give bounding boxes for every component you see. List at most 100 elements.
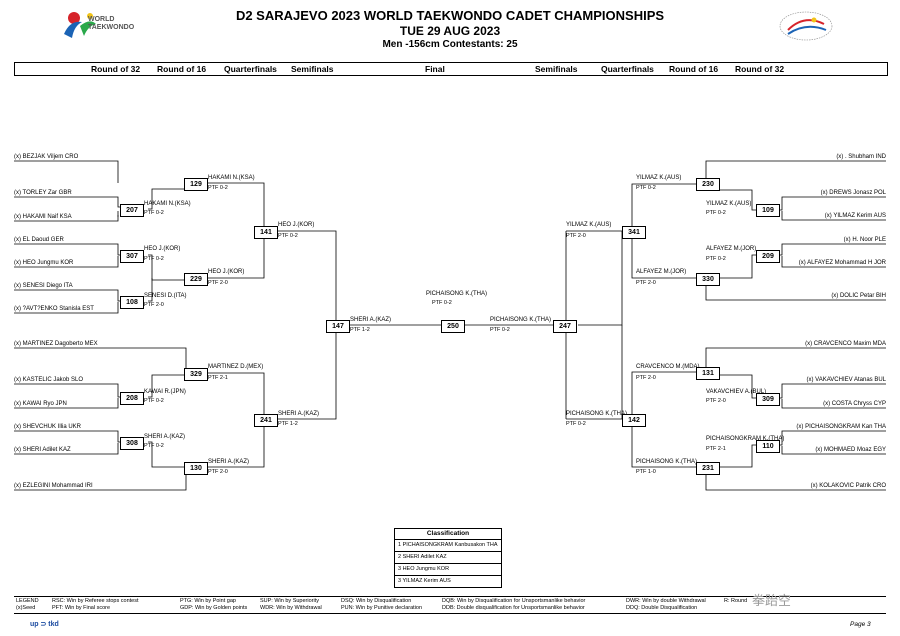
left-entrant: (x) ?AVT?ENKO Stanisla EST bbox=[14, 306, 94, 312]
round-label-right-qf: Quarterfinals bbox=[601, 64, 654, 74]
match-winner: KAWAI R.(JPN) bbox=[144, 389, 186, 395]
match-winner: PICHAISONGKRAM K.(THA) bbox=[706, 436, 785, 442]
final-winner: PICHAISONG K.(THA) bbox=[426, 291, 488, 297]
match-score: PTF 1-0 bbox=[636, 469, 656, 475]
match-score: PTF 0-2 bbox=[490, 327, 510, 333]
world-taekwondo-emblem-icon bbox=[64, 12, 96, 38]
match-box[interactable]: 110 bbox=[756, 440, 780, 453]
match-box[interactable]: 109 bbox=[756, 204, 780, 217]
legend-seed: (x)Seed bbox=[16, 605, 36, 611]
match-winner: ALFAYEZ M.(JOR) bbox=[706, 246, 757, 252]
legend-item: PUN: Win by Punitive declaration bbox=[341, 605, 423, 611]
match-box[interactable]: 229 bbox=[184, 273, 208, 286]
match-winner: SHERI A.(KAZ) bbox=[144, 434, 186, 440]
category-info: Men -156cm Contestants: 25 bbox=[382, 39, 518, 50]
match-box[interactable]: 142 bbox=[622, 414, 646, 427]
left-entrant: (x) SENESI Diego ITA bbox=[14, 283, 73, 289]
round-label-right-r32: Round of 32 bbox=[735, 64, 785, 74]
match-winner: YILMAZ K.(AUS) bbox=[706, 201, 752, 207]
match-winner: HAKAMI N.(KSA) bbox=[208, 175, 255, 181]
round-label-left-qf: Quarterfinals bbox=[224, 64, 277, 74]
round-label-left-r32: Round of 32 bbox=[91, 64, 141, 74]
match-box[interactable]: 141 bbox=[254, 226, 278, 239]
match-box[interactable]: 230 bbox=[696, 178, 720, 191]
match-score: PTF 0-2 bbox=[706, 256, 726, 262]
match-box[interactable]: 330 bbox=[696, 273, 720, 286]
match-score: PTF 0-2 bbox=[706, 210, 726, 216]
watermark-text: 拳跆空 bbox=[752, 593, 792, 608]
match-box[interactable]: 307 bbox=[120, 250, 144, 263]
match-winner: YILMAZ K.(AUS) bbox=[636, 175, 682, 181]
logo-word-1: WORLD bbox=[88, 16, 115, 23]
match-winner: HEO J.(KOR) bbox=[144, 246, 181, 252]
right-entrant: (x) DOLIC Petar BIH bbox=[831, 293, 886, 299]
final-score: PTF 0-2 bbox=[432, 300, 452, 306]
match-score: PTF 0-2 bbox=[278, 233, 298, 239]
right-entrant: (x) . Shubham IND bbox=[836, 154, 886, 160]
round-label-right-r16: Round of 16 bbox=[669, 64, 719, 74]
round-label-left-sf: Semifinals bbox=[291, 64, 334, 74]
match-winner: VAKAVCHIEV A.(BUL) bbox=[706, 389, 767, 395]
federation-logo bbox=[774, 6, 838, 44]
match-box[interactable]: 130 bbox=[184, 462, 208, 475]
classification-row: 3 HEO Jungmu KOR bbox=[394, 564, 502, 576]
right-entrant: (x) YILMAZ Kerim AUS bbox=[824, 213, 886, 219]
match-box[interactable]: 231 bbox=[696, 462, 720, 475]
left-entrant: (x) BEZJAK Viljem CRO bbox=[14, 154, 79, 160]
page-number: Page 3 bbox=[850, 621, 871, 628]
match-score: PTF 2-1 bbox=[706, 446, 726, 452]
match-box[interactable]: 309 bbox=[756, 393, 780, 406]
match-winner: ALFAYEZ M.(JOR) bbox=[636, 269, 687, 275]
match-box[interactable]: 207 bbox=[120, 204, 144, 217]
match-winner: SHERI A.(KAZ) bbox=[350, 317, 392, 323]
round-label-left-r16: Round of 16 bbox=[157, 64, 207, 74]
legend-item: PFT: Win by Final score bbox=[52, 605, 111, 611]
event-date: TUE 29 AUG 2023 bbox=[399, 24, 501, 38]
match-box[interactable]: 131 bbox=[696, 367, 720, 380]
page-title: D2 SARAJEVO 2023 WORLD TAEKWONDO CADET C… bbox=[235, 8, 665, 23]
match-score: PTF 0-2 bbox=[144, 256, 164, 262]
match-winner: PICHAISONG K.(THA) bbox=[566, 411, 628, 417]
match-winner: SHERI A.(KAZ) bbox=[278, 411, 320, 417]
match-box[interactable]: 108 bbox=[120, 296, 144, 309]
classification-row: 3 YILMAZ Kerim AUS bbox=[394, 576, 502, 588]
match-box[interactable]: 308 bbox=[120, 437, 144, 450]
match-score: PTF 2-0 bbox=[208, 469, 228, 475]
left-entrant: (x) EL Daoud GER bbox=[14, 237, 64, 243]
round-label-final: Final bbox=[425, 64, 445, 74]
classification-row: 2 SHERI Adilet KAZ bbox=[394, 552, 502, 564]
match-box[interactable]: 329 bbox=[184, 368, 208, 381]
match-box[interactable]: 147 bbox=[326, 320, 350, 333]
left-entrant: (x) HAKAMI Naif KSA bbox=[14, 214, 72, 220]
left-entrant: (x) SHERI Adilet KAZ bbox=[14, 447, 71, 453]
match-score: PTF 0-2 bbox=[208, 185, 228, 191]
match-winner: CRAVCENCO M.(MDA) bbox=[636, 364, 700, 370]
right-entrant: (x) DREWS Jonasz POL bbox=[820, 190, 886, 196]
legend-item: GDP: Win by Golden points bbox=[180, 605, 248, 611]
match-box[interactable]: 241 bbox=[254, 414, 278, 427]
match-score: PTF 0-2 bbox=[566, 421, 586, 427]
legend-item: DDB: Double disqualification for Unsport… bbox=[442, 605, 585, 611]
footer-logo: up ⊃ tkd bbox=[30, 621, 59, 628]
match-box[interactable]: 247 bbox=[553, 320, 577, 333]
round-header-bar: Round of 32 Round of 16 Quarterfinals Se… bbox=[14, 62, 888, 76]
legend-label: LEGEND bbox=[16, 598, 39, 604]
left-entrant: (x) KAWAI Ryo JPN bbox=[14, 401, 67, 407]
legend-item: R: Round bbox=[724, 598, 748, 604]
match-score: PTF 0-2 bbox=[144, 210, 164, 216]
match-box[interactable]: 129 bbox=[184, 178, 208, 191]
match-box[interactable]: 209 bbox=[756, 250, 780, 263]
match-score: PTF 2-1 bbox=[208, 375, 228, 381]
legend-item: DWR: Win by double Withdrawal bbox=[626, 598, 706, 604]
match-winner: PICHAISONG K.(THA) bbox=[490, 317, 552, 323]
final-match-box[interactable]: 250 bbox=[441, 320, 465, 333]
right-entrant: (x) CRAVCENCO Maxim MDA bbox=[805, 341, 886, 347]
legend-item: DQB: Win by Disqualification for Unsport… bbox=[442, 598, 586, 604]
legend-item: DSQ: Win by Disqualification bbox=[341, 598, 412, 604]
match-winner: PICHAISONG K.(THA) bbox=[636, 459, 698, 465]
match-box[interactable]: 341 bbox=[622, 226, 646, 239]
classification-row: 1 PICHAISONGKRAM Kanbusakon THA bbox=[394, 540, 502, 552]
match-winner: SHERI A.(KAZ) bbox=[208, 459, 250, 465]
match-score: PTF 0-2 bbox=[144, 443, 164, 449]
match-box[interactable]: 208 bbox=[120, 392, 144, 405]
